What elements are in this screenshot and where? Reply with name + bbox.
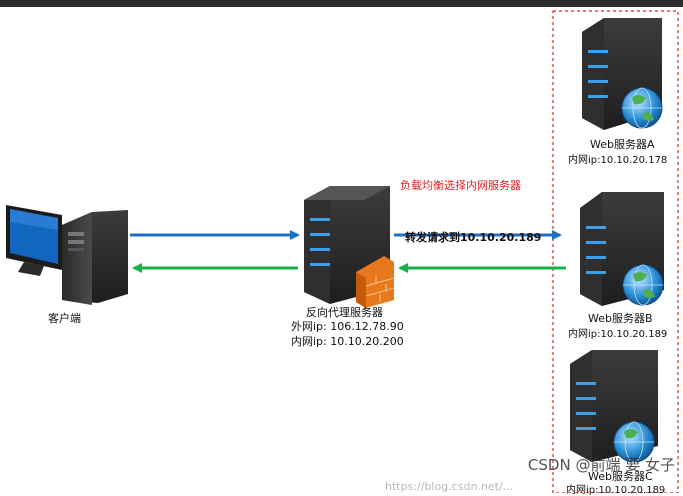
csdn-watermark: CSDN @前端 要 女子 (527, 456, 675, 474)
forward-note: 转发请求到10.10.20.189 (405, 231, 542, 244)
server-c-ip: 内网ip:10.10.20.189 (566, 485, 666, 496)
client-computer-icon (6, 205, 128, 305)
server-b-ip: 内网ip:10.10.20.189 (568, 329, 668, 340)
proxy-external-ip: 外网ip: 106.12.78.90 (291, 320, 404, 333)
firewall-icon (356, 256, 395, 308)
server-a-ip: 内网ip:10.10.20.178 (568, 155, 668, 166)
web-server-a-icon (582, 18, 663, 130)
client-label: 客户端 (48, 312, 81, 325)
web-server-c-icon (570, 350, 658, 463)
window-top-bar (0, 0, 683, 7)
proxy-title: 反向代理服务器 (306, 306, 383, 319)
server-group-boundary (552, 10, 679, 493)
server-c-name: Web服务器C (588, 470, 653, 483)
server-a-name: Web服务器A (590, 138, 655, 151)
proxy-server-icon (304, 186, 390, 304)
web-server-b-icon (580, 192, 664, 306)
server-b-name: Web服务器B (588, 312, 653, 325)
load-balance-note: 负载均衡选择内网服务器 (400, 179, 521, 192)
watermark-url: https://blog.csdn.net/... (385, 480, 514, 493)
proxy-internal-ip: 内网ip: 10.10.20.200 (291, 335, 404, 348)
